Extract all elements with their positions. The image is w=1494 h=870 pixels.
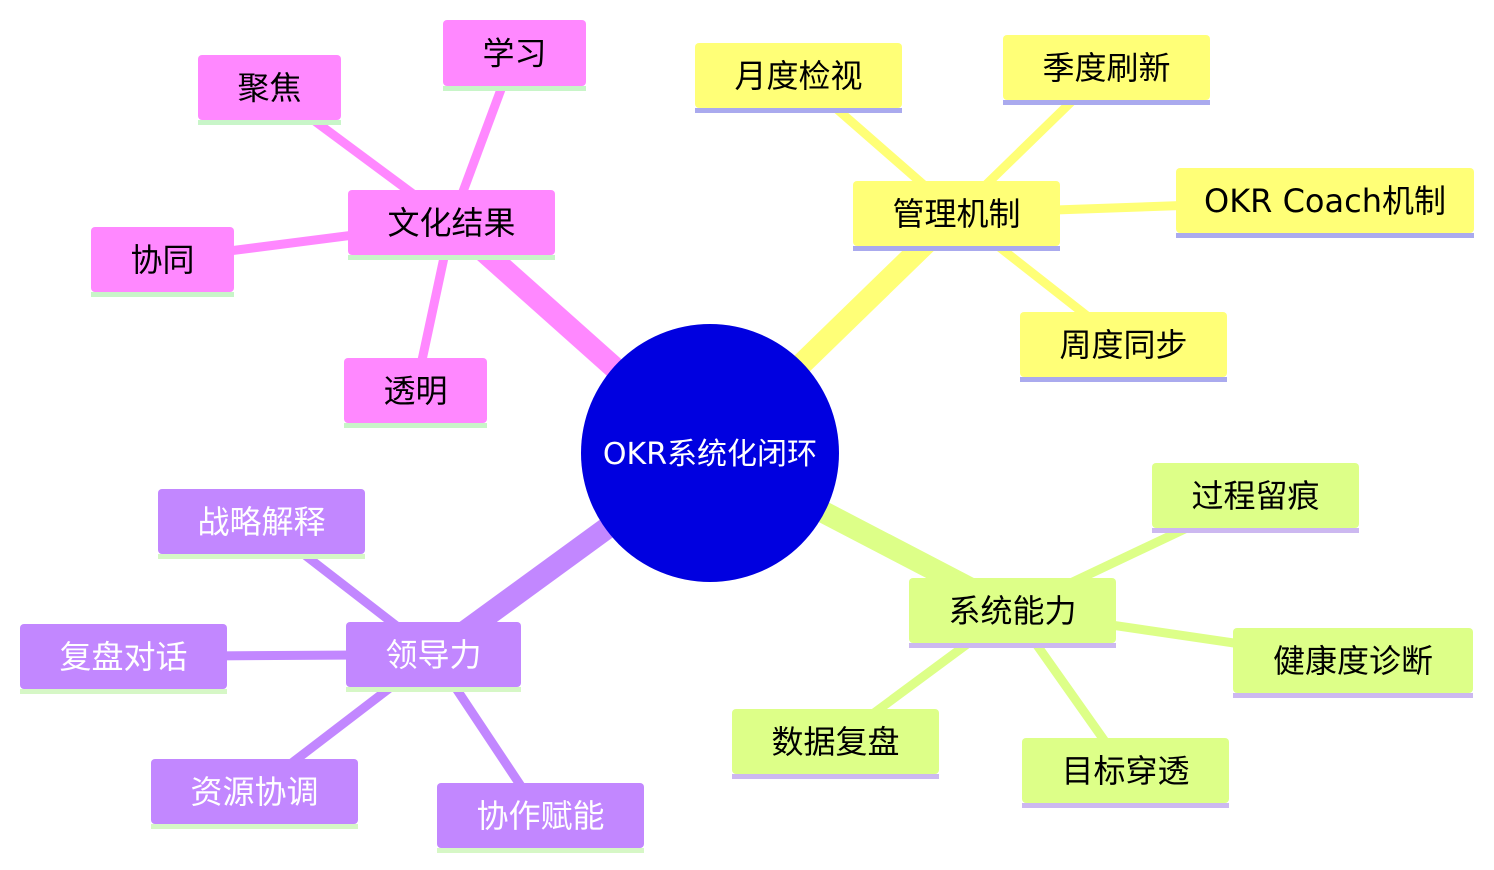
branch-node-management-underline [853, 246, 1060, 251]
leaf-node-system-1-underline [1233, 693, 1473, 698]
leaf-node-leadership-0-label: 战略解释 [197, 503, 325, 541]
leaf-node-leadership-1[interactable]: 复盘对话 [20, 624, 227, 694]
leaf-node-culture-3[interactable]: 透明 [344, 358, 487, 428]
leaf-node-leadership-0[interactable]: 战略解释 [158, 489, 365, 559]
leaf-node-leadership-1-underline [20, 689, 227, 694]
leaf-node-system-1-box [1233, 628, 1473, 693]
leaf-node-culture-0[interactable]: 学习 [443, 20, 586, 91]
center-label: OKR系统化闭环 [603, 437, 817, 472]
leaf-node-management-0-box [695, 43, 902, 108]
branch-node-management[interactable]: 管理机制 [853, 181, 1060, 251]
branch-node-system-underline [909, 643, 1116, 648]
leaf-node-culture-3-box [344, 358, 487, 423]
leaf-node-culture-0-label: 学习 [482, 35, 546, 73]
branch-node-leadership-label: 领导力 [385, 636, 481, 674]
leaf-node-culture-2-underline [91, 292, 234, 297]
branch-node-management-box [853, 181, 1060, 246]
leaf-node-culture-2[interactable]: 协同 [91, 227, 234, 297]
leaf-node-system-1-label: 健康度诊断 [1273, 642, 1433, 680]
leaf-node-leadership-3[interactable]: 协作赋能 [437, 783, 644, 853]
leaf-node-leadership-2-box [151, 759, 358, 824]
branch-node-system-box [909, 578, 1116, 643]
leaf-node-culture-1[interactable]: 聚焦 [198, 55, 341, 125]
leaf-node-system-3[interactable]: 数据复盘 [732, 709, 939, 779]
leaf-node-management-3-box [1020, 312, 1227, 377]
leaf-node-management-1-underline [1003, 100, 1210, 105]
center-circle [581, 324, 839, 582]
leaf-node-culture-0-underline [443, 86, 586, 91]
leaf-node-system-2[interactable]: 目标穿透 [1022, 738, 1229, 808]
branch-node-culture-box [348, 190, 555, 255]
leaf-node-management-2-label: OKR Coach机制 [1204, 182, 1446, 220]
center-node[interactable]: OKR系统化闭环 [581, 324, 839, 582]
leaf-node-culture-0-box [443, 20, 586, 86]
leaf-node-leadership-3-underline [437, 848, 644, 853]
leaf-node-culture-3-underline [344, 423, 487, 428]
leaf-node-management-2[interactable]: OKR Coach机制 [1176, 168, 1474, 238]
leaf-node-management-3[interactable]: 周度同步 [1020, 312, 1227, 382]
leaf-node-management-0-label: 月度检视 [734, 57, 862, 95]
leaf-node-management-2-box [1176, 168, 1474, 233]
leaf-node-system-0-label: 过程留痕 [1191, 477, 1319, 515]
branch-node-leadership[interactable]: 领导力 [346, 622, 521, 692]
leaf-node-system-1[interactable]: 健康度诊断 [1233, 628, 1473, 698]
leaf-node-culture-1-box [198, 55, 341, 120]
leaf-node-management-0-underline [695, 108, 902, 113]
leaf-node-culture-1-underline [198, 120, 341, 125]
leaf-node-culture-1-label: 聚焦 [237, 69, 301, 107]
leaf-node-system-3-underline [732, 774, 939, 779]
leaf-node-management-1[interactable]: 季度刷新 [1003, 35, 1210, 105]
branch-node-management-label: 管理机制 [892, 195, 1020, 233]
branch-node-leadership-box [346, 622, 521, 687]
leaf-node-leadership-3-box [437, 783, 644, 848]
leaf-node-leadership-1-box [20, 624, 227, 689]
leaf-node-system-0[interactable]: 过程留痕 [1152, 463, 1359, 533]
leaf-node-system-3-box [732, 709, 939, 774]
leaf-node-management-1-box [1003, 35, 1210, 100]
branch-node-culture-underline [348, 255, 555, 260]
leaf-node-leadership-2-underline [151, 824, 358, 829]
leaf-node-leadership-2-label: 资源协调 [190, 773, 318, 811]
branch-node-culture-label: 文化结果 [387, 204, 515, 242]
leaf-node-management-0[interactable]: 月度检视 [695, 43, 902, 113]
leaf-node-system-2-box [1022, 738, 1229, 803]
leaf-node-management-2-underline [1176, 233, 1474, 238]
leaf-node-system-2-label: 目标穿透 [1061, 752, 1189, 790]
branch-node-system[interactable]: 系统能力 [909, 578, 1116, 648]
leaf-node-system-0-box [1152, 463, 1359, 528]
leaf-node-culture-3-label: 透明 [383, 372, 447, 410]
leaf-node-management-1-label: 季度刷新 [1042, 49, 1170, 87]
leaf-node-culture-2-box [91, 227, 234, 292]
leaf-node-leadership-3-label: 协作赋能 [476, 797, 604, 835]
leaf-node-leadership-0-box [158, 489, 365, 554]
branch-node-leadership-underline [346, 687, 521, 692]
branch-node-culture[interactable]: 文化结果 [348, 190, 555, 260]
leaf-node-culture-2-label: 协同 [130, 241, 194, 279]
branch-node-system-label: 系统能力 [948, 592, 1076, 630]
leaf-node-leadership-1-label: 复盘对话 [59, 638, 187, 676]
leaf-node-management-3-label: 周度同步 [1059, 326, 1187, 364]
leaf-node-system-0-underline [1152, 528, 1359, 533]
leaf-node-management-3-underline [1020, 377, 1227, 382]
leaf-node-leadership-2[interactable]: 资源协调 [151, 759, 358, 829]
leaf-node-leadership-0-underline [158, 554, 365, 559]
leaf-node-system-3-label: 数据复盘 [771, 723, 899, 761]
leaf-node-system-2-underline [1022, 803, 1229, 808]
